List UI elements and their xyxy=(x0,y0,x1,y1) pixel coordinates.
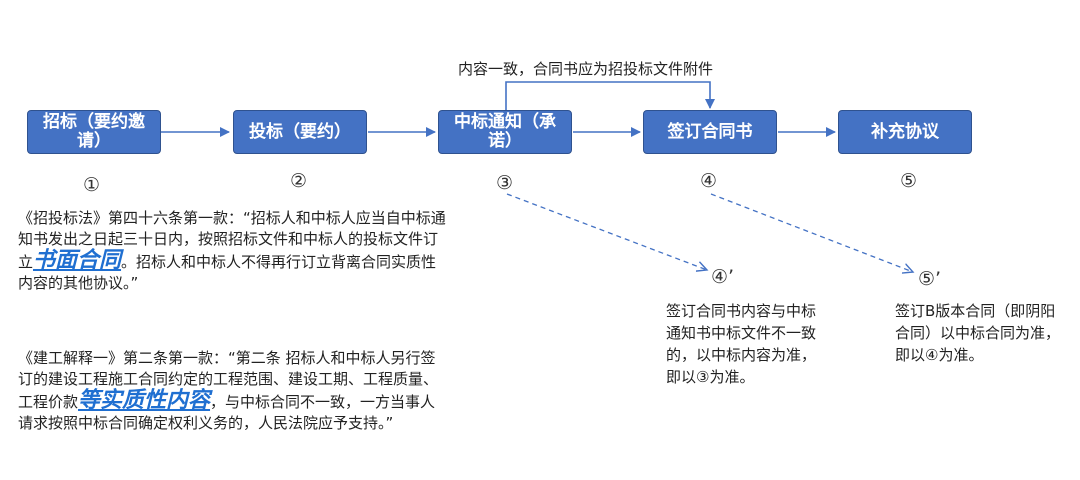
paragraph-bidding-law: 《招投标法》第四十六条第一款：“招标人和中标人应当自中标通知书发出之日起三十日内… xyxy=(18,209,446,292)
emphasis-substantive-content: 等实质性内容 xyxy=(78,388,211,413)
paragraph-judicial-interpretation: 《建工解释一》第二条第一款：“第二条 招标人和中标人另行签订的建设工程施工合同约… xyxy=(18,349,439,432)
note-num-4: ④’ xyxy=(711,266,735,288)
note-text-4: 签订合同书内容与中标通知书中标文件不一致的，以中标内容为准，即以③为准。 xyxy=(666,302,817,386)
step-box-3: 中标通知（承诺） xyxy=(438,110,572,154)
step-box-1: 招标（要约邀请） xyxy=(27,110,161,154)
arrow-top-connector xyxy=(505,81,715,110)
dashed-arrow-3 xyxy=(506,193,707,270)
emphasis-written-contract: 书面合同 xyxy=(33,248,122,273)
step-num-1: ① xyxy=(83,174,101,196)
top-connector-label: 内容一致，合同书应为招投标文件附件 xyxy=(458,60,714,78)
step-num-4: ④ xyxy=(700,170,718,192)
dashed-arrow-4 xyxy=(710,193,913,272)
step-box-2: 投标（要约） xyxy=(233,110,367,154)
step-num-5: ⑤ xyxy=(900,170,918,192)
note-text-5: 签订B版本合同（即阴阳合同）以中标合同为准，即以④为准。 xyxy=(895,302,1061,364)
step-box-5: 补充协议 xyxy=(838,110,972,154)
step-box-4: 签订合同书 xyxy=(643,110,777,154)
note-num-5: ⑤’ xyxy=(918,268,942,290)
step-num-3: ③ xyxy=(496,172,514,194)
step-num-2: ② xyxy=(290,170,308,192)
